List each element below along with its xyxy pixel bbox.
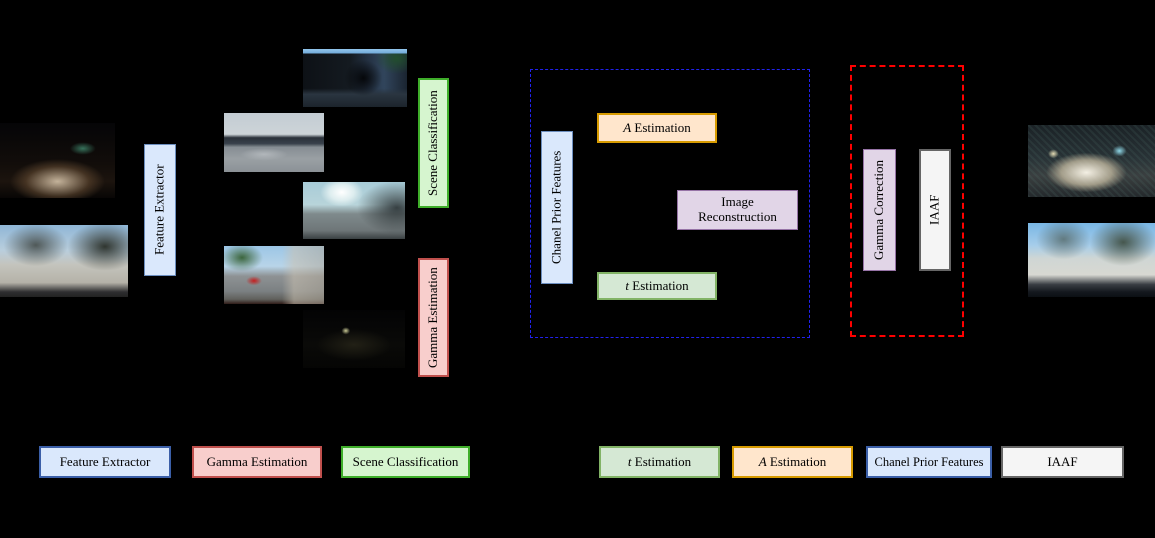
legend-t-estimation: t Estimation — [599, 446, 720, 478]
sample-truck-image — [303, 49, 407, 107]
legend-feature-extractor: Feature Extractor — [39, 446, 171, 478]
input-night-image — [0, 123, 115, 198]
legend-iaaf: IAAF — [1001, 446, 1124, 478]
sample-parking-image — [224, 113, 324, 172]
a-estimation-label: A Estimation — [623, 119, 691, 135]
image-reconstruction-label: Image Reconstruction — [698, 194, 777, 224]
input-day-image — [0, 225, 128, 297]
t-estimation-node: t Estimation — [597, 272, 717, 300]
iaaf-node: IAAF — [919, 149, 951, 271]
output-night-image — [1028, 125, 1155, 197]
gamma-estimation-node: Gamma Estimation — [418, 258, 449, 377]
enhance-group-frame — [850, 65, 964, 337]
t-estimation-label: t Estimation — [625, 277, 689, 293]
legend-a-estimation-label: A Estimation — [758, 453, 827, 469]
dehaze-group-frame — [530, 69, 810, 338]
image-reconstruction-node: Image Reconstruction — [677, 190, 798, 230]
legend-scene-classification: Scene Classification — [341, 446, 470, 478]
sample-sunny-image — [303, 182, 405, 239]
legend-chanel-prior-features: Chanel Prior Features — [866, 446, 992, 478]
gamma-correction-node: Gamma Correction — [863, 149, 896, 271]
scene-classification-node: Scene Classification — [418, 78, 449, 208]
legend-gamma-estimation: Gamma Estimation — [192, 446, 322, 478]
sample-redcar-image — [224, 246, 324, 304]
chanel-prior-features-node: Chanel Prior Features — [541, 131, 573, 284]
sample-night-image — [303, 310, 405, 368]
legend-a-estimation: A Estimation — [732, 446, 853, 478]
a-estimation-node: A Estimation — [597, 113, 717, 143]
feature-extractor-node: Feature Extractor — [144, 144, 176, 276]
output-day-image — [1028, 223, 1155, 297]
legend-t-estimation-label: t Estimation — [627, 453, 692, 469]
